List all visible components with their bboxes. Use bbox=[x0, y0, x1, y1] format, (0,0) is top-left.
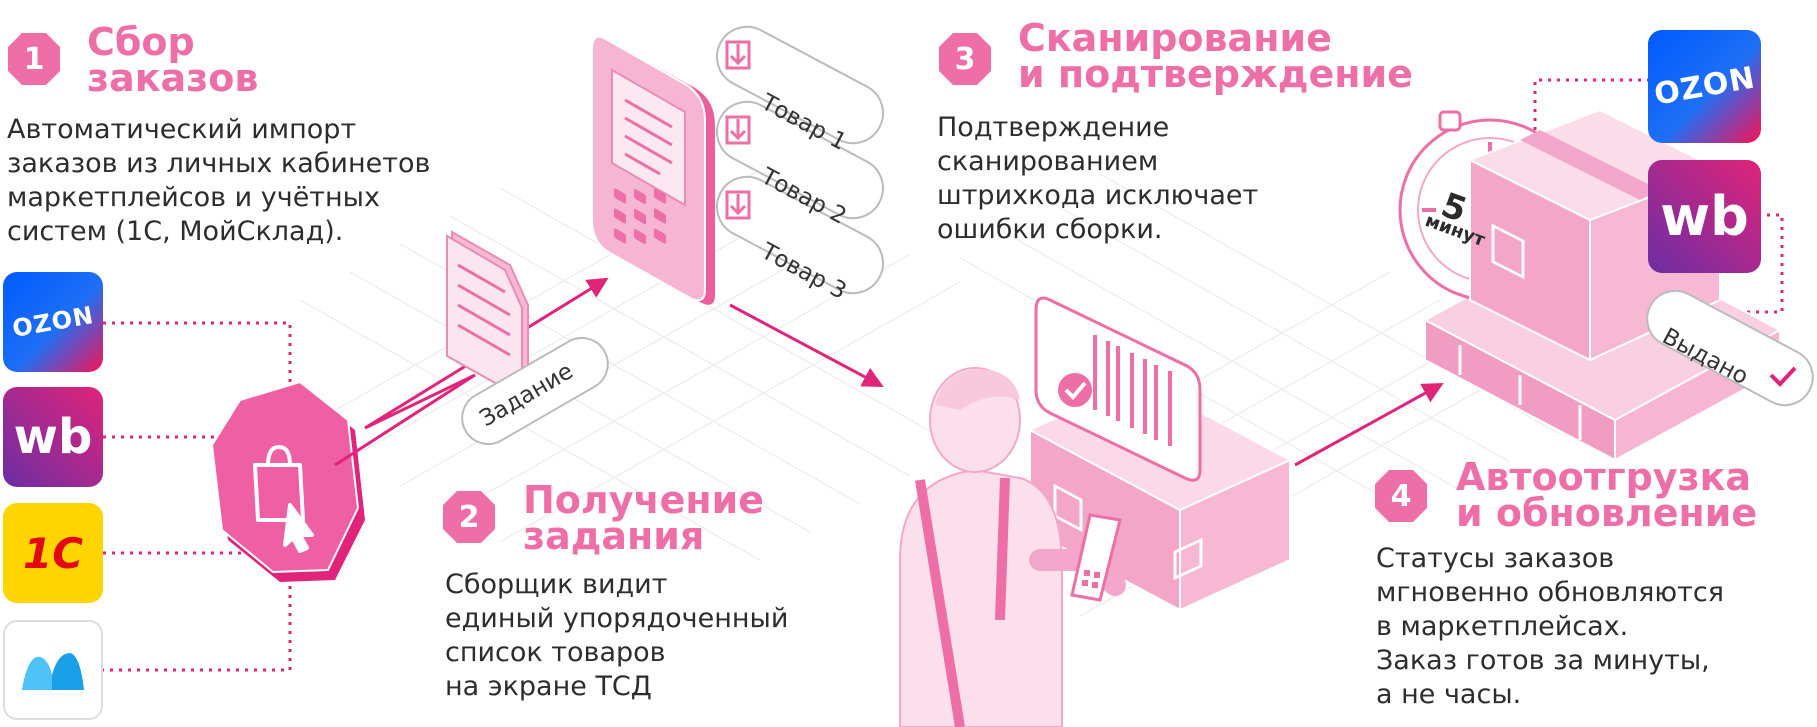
step-desc-3: Подтверждение сканированием штрихкода ис… bbox=[937, 112, 1259, 245]
step-number: 2 bbox=[458, 499, 480, 535]
destination-ozon-tile: OZON bbox=[1648, 30, 1761, 143]
issued-chip bbox=[1646, 289, 1814, 407]
ozon-logo: OZON bbox=[1651, 60, 1758, 113]
flow-arrow-to-scan bbox=[729, 303, 884, 387]
pallet-box bbox=[1398, 108, 1783, 462]
check-icon bbox=[1064, 381, 1087, 400]
step-number: 1 bbox=[23, 41, 45, 77]
item-chips bbox=[716, 25, 884, 295]
check-icon bbox=[1769, 366, 1797, 387]
step-badge-4: 4 bbox=[1373, 468, 1429, 524]
step-desc-4: Статусы заказов мгновенно обновляются в … bbox=[1376, 543, 1724, 710]
download-icon bbox=[725, 40, 751, 70]
step-title-4: Автоотгрузка и обновление bbox=[1456, 455, 1758, 535]
item-chip-1 bbox=[716, 25, 884, 145]
download-icon bbox=[725, 115, 751, 145]
item-chip-3 bbox=[716, 175, 884, 295]
source-moysklad-tile bbox=[3, 620, 103, 720]
ozon-logo: OZON bbox=[10, 301, 96, 343]
moysklad-logo bbox=[22, 653, 84, 690]
step-number: 4 bbox=[1390, 478, 1412, 514]
step-title-2: Получение задания bbox=[523, 478, 765, 558]
step-desc-1: Автоматический импорт заказов из личных … bbox=[7, 114, 431, 247]
step-desc-2: Сборщик видит единый упорядоченный списо… bbox=[445, 569, 789, 702]
worker-figure bbox=[899, 367, 1126, 727]
step-badge-2: 2 bbox=[441, 489, 497, 545]
1c-logo: 1С bbox=[22, 528, 84, 578]
source-wildberries-tile: wb bbox=[3, 387, 103, 487]
step-badge-3: 3 bbox=[937, 31, 993, 87]
destination-wildberries-tile: wb bbox=[1648, 160, 1761, 273]
item-chip-2 bbox=[716, 100, 884, 220]
flow-arrow-to-shipping bbox=[1294, 382, 1444, 467]
shopping-bag-cursor-icon bbox=[253, 445, 314, 553]
step-title-3: Сканирование и подтверждение bbox=[1018, 16, 1413, 96]
source-ozon-tile: OZON bbox=[3, 272, 103, 372]
barcode-card bbox=[1034, 296, 1202, 482]
wb-logo: wb bbox=[1660, 185, 1749, 248]
wb-logo: wb bbox=[13, 409, 93, 465]
task-document bbox=[446, 230, 529, 400]
step-number: 3 bbox=[954, 41, 976, 77]
step-badge-1: 1 bbox=[6, 31, 62, 87]
tsd-device bbox=[591, 35, 715, 305]
task-chip bbox=[461, 337, 609, 445]
scanning-scene bbox=[899, 296, 1293, 727]
source-1c-tile: 1С bbox=[3, 503, 103, 603]
download-icon bbox=[725, 190, 751, 220]
hub-node bbox=[210, 380, 365, 582]
step-title-1: Сбор заказов bbox=[87, 20, 259, 100]
